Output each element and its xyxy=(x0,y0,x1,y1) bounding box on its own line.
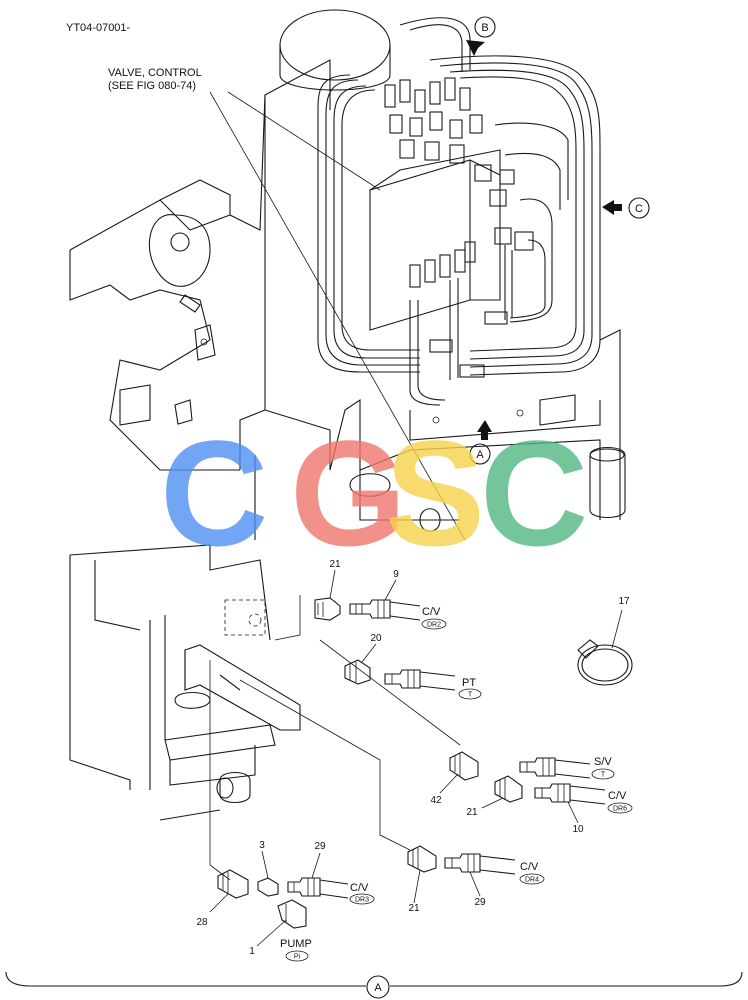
valve-leader-line-2 xyxy=(209,91,466,541)
valve-label-line2: (SEE FIG 080-74) xyxy=(108,80,196,92)
watermark-logo: C G S C xyxy=(160,409,588,577)
connection-lines xyxy=(209,595,461,881)
hose-pt xyxy=(384,669,456,691)
fitting-3 xyxy=(257,877,279,897)
drawing-id: YT04-07001- xyxy=(66,22,131,34)
view-marker-c-label: C xyxy=(635,203,643,215)
hose-29-left xyxy=(287,877,349,899)
part-number-1: 1 xyxy=(249,946,255,957)
view-arrow-c: C xyxy=(602,197,650,219)
part-number-28: 28 xyxy=(196,917,208,928)
port-text-pump: PUMP xyxy=(280,938,312,950)
part-number-17: 17 xyxy=(618,596,630,607)
port-label-cv-dr3: C/V DR3 xyxy=(349,882,375,905)
part-number-3: 3 xyxy=(259,840,265,851)
view-marker-a-label: A xyxy=(476,449,484,461)
port-label-cv-dr6: C/V DR6 xyxy=(607,790,633,814)
port-text-sv: S/V xyxy=(594,756,612,768)
port-label-pump: PUMP Pi xyxy=(280,938,312,962)
hose-10 xyxy=(534,783,606,805)
part-number-20: 20 xyxy=(370,633,382,644)
section-divider: A xyxy=(5,971,743,999)
part-number-21-bottom: 21 xyxy=(408,903,420,914)
view-marker-b-label: B xyxy=(481,22,488,34)
valve-fittings-lower xyxy=(409,227,534,378)
valve-leader-line xyxy=(227,91,381,191)
port-tag-dr6: DR6 xyxy=(613,806,627,813)
part-number-21-mid: 21 xyxy=(466,807,478,818)
port-tag-pi: Pi xyxy=(294,954,301,961)
fitting-42 xyxy=(449,751,479,781)
part-number-21-top: 21 xyxy=(329,559,341,570)
port-text-cv-dr3: C/V xyxy=(350,882,369,894)
fitting-21-bottom xyxy=(407,845,437,873)
port-label-cv-dr4: C/V DR4 xyxy=(519,861,545,885)
port-text-cv-dr4: C/V xyxy=(520,861,539,873)
part-number-29-left: 29 xyxy=(314,841,326,852)
watermark-letter-4: C xyxy=(480,409,588,577)
elbow-fitting-1 xyxy=(277,899,307,929)
view-arrow-b: B xyxy=(466,16,496,56)
port-text-cv-dr2: C/V xyxy=(422,606,441,618)
machine-frame xyxy=(69,59,626,540)
port-label-sv: S/V T xyxy=(591,756,615,780)
watermark-letter-1: C xyxy=(160,409,268,577)
part-number-29-right: 29 xyxy=(474,897,486,908)
hose-29-right xyxy=(444,853,516,875)
port-text-pt: PT xyxy=(462,677,476,689)
part-number-9: 9 xyxy=(393,569,399,580)
watermark-letter-3: S xyxy=(385,409,485,577)
fitting-21-mid xyxy=(494,775,523,803)
port-tag-pt-t: T xyxy=(468,692,473,699)
part-number-42: 42 xyxy=(430,795,442,806)
part-number-10: 10 xyxy=(572,824,584,835)
fitting-21-top xyxy=(314,597,341,621)
port-label-cv-dr2: C/V DR2 xyxy=(421,606,447,630)
valve-label-line1: VALVE, CONTROL xyxy=(108,67,202,79)
watermark-letter-2: G xyxy=(290,409,407,577)
port-tag-dr2: DR2 xyxy=(427,622,441,629)
hose-sv xyxy=(519,757,591,779)
section-marker-a-label: A xyxy=(374,982,382,994)
control-valve-block xyxy=(369,77,534,378)
part-leaders xyxy=(209,569,623,947)
view-arrow-a: A xyxy=(469,420,492,465)
mounting-bracket xyxy=(69,544,301,821)
tank-outline xyxy=(279,9,391,91)
hose-9 xyxy=(349,599,421,621)
port-tag-sv-t: T xyxy=(601,772,606,779)
port-label-pt: PT T xyxy=(458,677,482,700)
port-tag-dr3: DR3 xyxy=(355,897,369,904)
fitting-20 xyxy=(344,659,371,685)
port-tag-dr4: DR4 xyxy=(525,877,539,884)
valve-fittings-upper xyxy=(384,77,515,207)
fitting-28 xyxy=(217,869,249,899)
pipe-bundle xyxy=(317,17,601,406)
port-text-cv-dr6: C/V xyxy=(608,790,627,802)
hose-clamp-17 xyxy=(577,639,633,686)
